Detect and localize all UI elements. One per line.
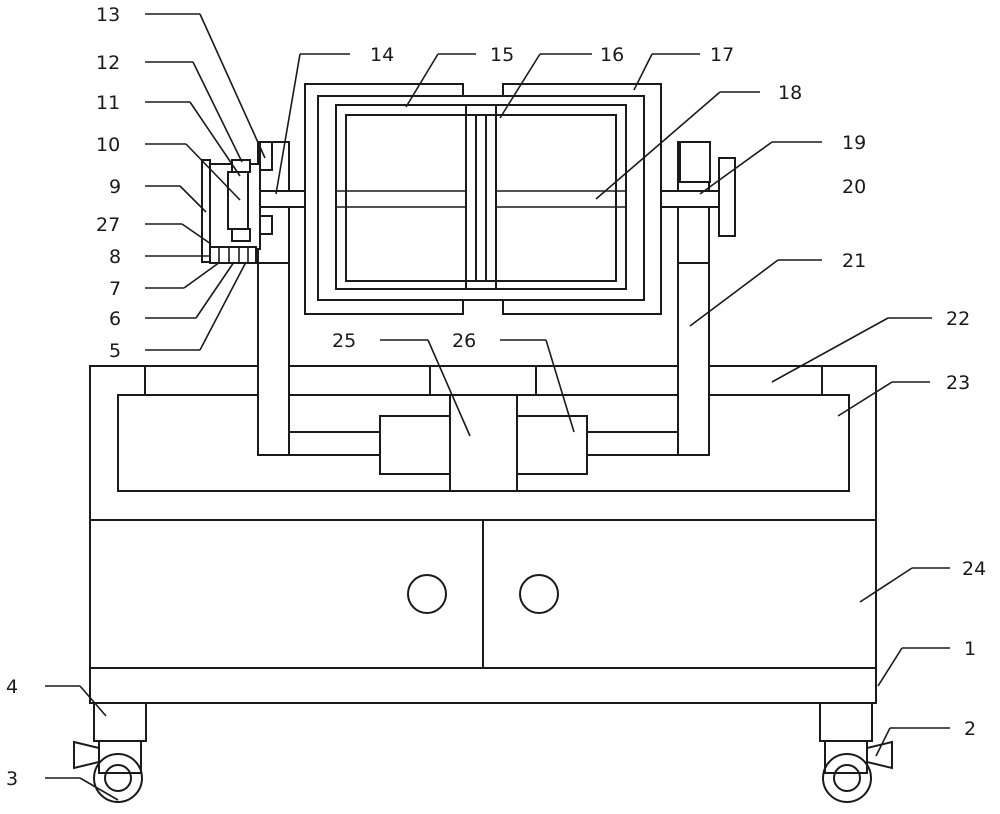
label-21: 21	[842, 250, 866, 272]
cross-rods	[289, 431, 678, 456]
label-26: 26	[452, 330, 476, 352]
right-bearing	[679, 141, 736, 237]
label-20: 20	[842, 176, 866, 198]
part-labels: 13 12 11 10 9 27 8 7 6 5 4 3 14 15 16 17…	[6, 4, 986, 790]
label-7: 7	[109, 278, 121, 300]
label-16: 16	[600, 44, 624, 66]
label-2: 2	[964, 718, 976, 740]
label-22: 22	[946, 308, 970, 330]
label-8: 8	[109, 246, 121, 268]
label-24: 24	[962, 558, 986, 580]
label-6: 6	[109, 308, 121, 330]
label-27: 27	[96, 214, 120, 236]
label-17: 17	[710, 44, 734, 66]
drum-assembly	[304, 83, 662, 315]
label-1: 1	[964, 638, 976, 660]
cabinet-door-handles	[407, 574, 559, 614]
label-18: 18	[778, 82, 802, 104]
leader-lines	[45, 13, 950, 801]
label-3: 3	[6, 768, 18, 790]
label-23: 23	[946, 372, 970, 394]
label-5: 5	[109, 340, 121, 362]
label-19: 19	[842, 132, 866, 154]
right-leg	[819, 702, 893, 803]
label-14: 14	[370, 44, 394, 66]
label-25: 25	[332, 330, 356, 352]
label-11: 11	[96, 92, 120, 114]
label-9: 9	[109, 176, 121, 198]
center-blocks	[379, 394, 588, 492]
label-15: 15	[490, 44, 514, 66]
label-4: 4	[6, 676, 18, 698]
label-12: 12	[96, 52, 120, 74]
label-10: 10	[96, 134, 120, 156]
left-leg	[73, 702, 147, 803]
main-shaft	[246, 190, 720, 208]
cabinet-frame	[89, 365, 877, 704]
label-13: 13	[96, 4, 120, 26]
